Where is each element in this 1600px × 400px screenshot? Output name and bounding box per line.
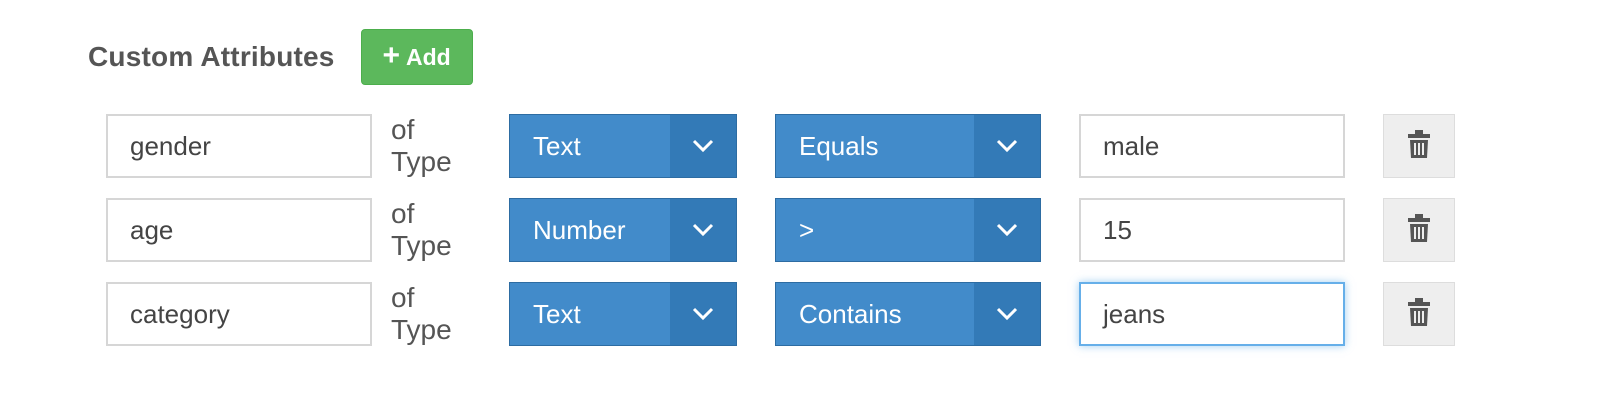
delete-row-button[interactable] [1383,282,1455,346]
of-type-label: of Type [391,282,452,345]
attribute-value: male [1103,130,1160,161]
type-select-value: Text [533,130,581,161]
delete-row-button[interactable] [1383,198,1455,262]
add-button-label: Add [406,43,451,70]
type-select[interactable]: Text [509,282,737,346]
chevron-down-icon [670,283,736,345]
section-title: Custom Attributes [88,41,335,72]
operator-select-value: Contains [799,298,902,329]
trash-icon [1408,213,1430,247]
operator-select[interactable]: Equals [775,114,1041,178]
of-type-label: of Type [391,198,452,261]
operator-select-value: > [799,214,815,245]
operator-select[interactable]: Contains [775,282,1041,346]
chevron-down-icon [670,199,736,261]
attribute-name-input[interactable]: gender [106,114,372,178]
attribute-name-value: gender [130,130,211,161]
chevron-down-icon [974,199,1040,261]
chevron-down-icon [974,115,1040,177]
trash-icon [1408,129,1430,163]
type-select-value: Number [533,214,626,245]
attribute-name-input[interactable]: category [106,282,372,346]
trash-icon [1408,297,1430,331]
attribute-name-input[interactable]: age [106,198,372,262]
type-select[interactable]: Number [509,198,737,262]
of-type-label: of Type [391,114,452,177]
attribute-value-input[interactable]: jeans [1079,282,1345,346]
operator-select[interactable]: > [775,198,1041,262]
attribute-name-value: category [130,298,230,329]
chevron-down-icon [974,283,1040,345]
chevron-down-icon [670,115,736,177]
attribute-value-input[interactable]: male [1079,114,1345,178]
attribute-name-value: age [130,214,174,245]
type-select-value: Text [533,298,581,329]
delete-row-button[interactable] [1383,114,1455,178]
operator-select-value: Equals [799,130,879,161]
attribute-value-input[interactable]: 15 [1079,198,1345,262]
add-attribute-button[interactable]: + Add [360,29,473,85]
type-select[interactable]: Text [509,114,737,178]
custom-attributes-header: Custom Attributes + Add [88,28,473,86]
plus-icon: + [382,38,400,72]
attribute-value: 15 [1103,214,1132,245]
attribute-value: jeans [1103,298,1166,329]
